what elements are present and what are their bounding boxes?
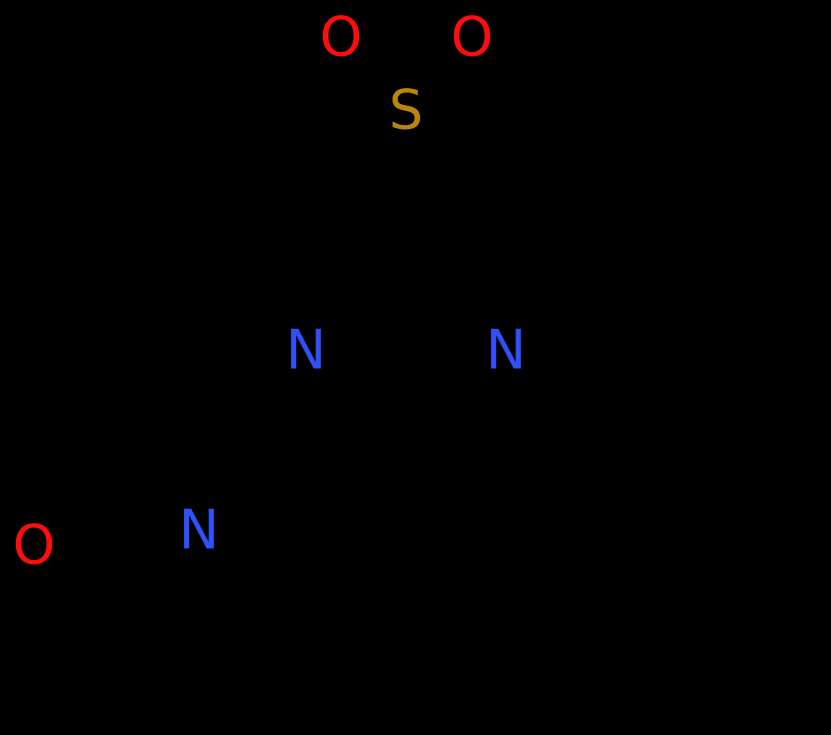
bond-lower-right-c — [703, 605, 799, 663]
bond-bottom-stub-b — [221, 583, 313, 639]
bond-s-o-left-inner — [349, 58, 395, 99]
bond-left-alkyl-d — [197, 203, 293, 261]
bond-s-o-left-outer — [338, 75, 382, 115]
atom-halo-S1 — [382, 86, 430, 134]
atom-label-oxygen-sulfonyl-left: O — [320, 6, 363, 69]
bond-aryl-c — [611, 449, 709, 507]
atom-halo-N3 — [175, 506, 223, 554]
bond-benzo-c — [703, 141, 799, 199]
atom-label-sulfur: S — [389, 79, 423, 142]
atom-label-nitrogen-ring-right: N — [486, 319, 526, 382]
bond-left-alkyl-c — [107, 203, 203, 261]
bond-aryl-a — [611, 295, 709, 351]
atom-label-nitrogen-lactam: N — [179, 499, 219, 562]
bond-c2-n1 — [329, 297, 409, 343]
bond-c2-n2 — [403, 297, 485, 343]
atom-halo-N2 — [482, 326, 530, 374]
atom-label-nitrogen-ring-left: N — [286, 319, 326, 382]
bond-n3-ring — [221, 537, 313, 589]
atom-label-oxygen-sulfonyl-right: O — [451, 6, 494, 69]
bond-c4-bridge — [403, 457, 509, 519]
bond-aryl-d — [521, 449, 617, 507]
bond-left-alkyl-a — [107, 359, 203, 417]
atom-halo-O3 — [12, 523, 56, 567]
atom-halo-N1 — [282, 326, 330, 374]
bond-carbonyl-o-b — [55, 545, 99, 569]
atom-label-oxygen-carbonyl: O — [13, 514, 56, 577]
bond-aryl-f — [521, 295, 617, 351]
bond-lower-right-b — [611, 605, 709, 663]
bond-s-o-right-inner — [417, 58, 463, 99]
atom-halo-O2 — [450, 15, 494, 59]
bond-carbonyl-o-a — [55, 527, 99, 555]
bond-s-methyl — [193, 2, 409, 113]
bond-lower-right-e — [703, 449, 799, 507]
bond-benzo-b — [611, 141, 709, 199]
bond-top-left-stub — [107, 2, 199, 61]
bond-c3-c4 — [303, 457, 409, 519]
bond-s-o-right-outer — [430, 75, 474, 115]
atom-halo-O1 — [319, 15, 363, 59]
atom-label-layer: O O S N N N O — [12, 6, 530, 577]
bond-left-alkyl-f — [197, 359, 293, 417]
bond-benzo-e — [703, 295, 799, 351]
